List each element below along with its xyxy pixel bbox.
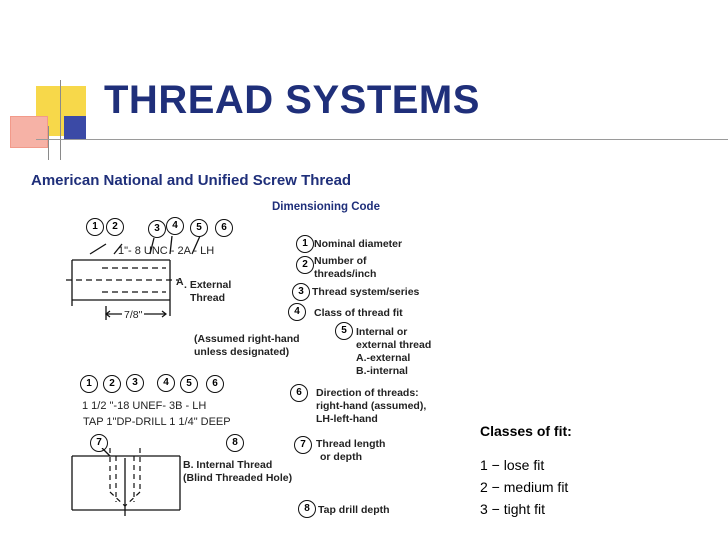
legend-8-circle: 8 xyxy=(298,500,316,518)
callout-4-circle: 4 xyxy=(166,217,184,235)
callout-5-circle: 5 xyxy=(190,219,208,237)
external-thread-label-line2: Thread xyxy=(190,292,226,304)
decor-red-square xyxy=(10,116,48,148)
decor-vertical-line xyxy=(60,80,61,160)
classes-of-fit-heading: Classes of fit: xyxy=(480,423,572,439)
legend-2-label-line2: threads/inch xyxy=(314,268,377,280)
external-thread-length: 7/8" xyxy=(122,309,145,321)
legend-1-circle: 1 xyxy=(296,235,314,253)
legend-4-label: Class of thread fit xyxy=(314,307,403,319)
diagram-heading: Dimensioning Code xyxy=(272,201,380,213)
legend-2-label-line1: Number of xyxy=(314,255,367,267)
slide-title: THREAD SYSTEMS xyxy=(104,78,480,122)
decor-blue-square xyxy=(64,116,86,140)
classes-of-fit: Classes of fit: 1 − lose fit 2 − medium … xyxy=(480,420,572,520)
legend-6-label-line1: Direction of threads: xyxy=(316,387,419,399)
callout-1-circle: 1 xyxy=(86,218,104,236)
external-thread-letter: A xyxy=(176,276,184,288)
callout-3-circle-b: 3 xyxy=(126,374,144,392)
legend-4-circle: 4 xyxy=(288,303,306,321)
right-hand-note-line2: unless designated) xyxy=(194,346,290,358)
fit-item-2: 2 − medium fit xyxy=(480,479,569,495)
legend-8-label: Tap drill depth xyxy=(318,504,390,516)
legend-1-label: Nominal diameter xyxy=(314,238,403,250)
legend-7-label-line1: Thread length xyxy=(316,438,386,450)
legend-5-label-line3: A.-external xyxy=(356,352,411,364)
legend-7-circle: 7 xyxy=(294,436,312,454)
callout-1-circle-b: 1 xyxy=(80,375,98,393)
legend-7-label-line2: or depth xyxy=(320,451,362,463)
legend-6-label-line3: LH-left-hand xyxy=(316,413,378,425)
external-thread-label-line1: . External xyxy=(184,279,232,291)
right-hand-note-line1: (Assumed right-hand xyxy=(194,333,300,345)
callout-4-circle-b: 4 xyxy=(157,374,175,392)
callout-8-circle-b: 8 xyxy=(226,434,244,452)
external-thread-callout: 1"- 8 UNC - 2A - LH xyxy=(118,245,215,257)
legend-2-circle: 2 xyxy=(296,256,314,274)
legend-6-label-line2: right-hand (assumed), xyxy=(316,400,427,412)
callout-3-circle: 3 xyxy=(148,220,166,238)
callout-5-circle-b: 5 xyxy=(180,375,198,393)
legend-5-label-line4: B.-internal xyxy=(356,365,408,377)
decor-vertical-line-2 xyxy=(48,126,49,160)
internal-thread-callout: 1 1/2 "-18 UNEF- 3B - LH xyxy=(82,400,207,412)
legend-3-label: Thread system/series xyxy=(312,286,420,298)
callout-6-circle: 6 xyxy=(215,219,233,237)
legend-5-circle: 5 xyxy=(335,322,353,340)
internal-thread-label-line1: B. Internal Thread xyxy=(183,459,273,471)
fit-item-3: 3 − tight fit xyxy=(480,501,545,517)
slide-subtitle: American National and Unified Screw Thre… xyxy=(31,172,352,189)
legend-5-label-line2: external thread xyxy=(356,339,432,351)
callout-2-circle-b: 2 xyxy=(103,375,121,393)
callout-6-circle-b: 6 xyxy=(206,375,224,393)
internal-thread-drawing xyxy=(71,448,181,516)
title-divider xyxy=(36,139,728,140)
callout-2-circle: 2 xyxy=(106,218,124,236)
legend-3-circle: 3 xyxy=(292,283,310,301)
fit-item-1: 1 − lose fit xyxy=(480,457,545,473)
callout-7-circle-b: 7 xyxy=(90,434,108,452)
legend-6-circle: 6 xyxy=(290,384,308,402)
tap-drill-callout: TAP 1"DP-DRILL 1 1/4" DEEP xyxy=(83,416,231,428)
legend-5-label-line1: Internal or xyxy=(356,326,408,338)
internal-thread-label-line2: (Blind Threaded Hole) xyxy=(183,472,293,484)
